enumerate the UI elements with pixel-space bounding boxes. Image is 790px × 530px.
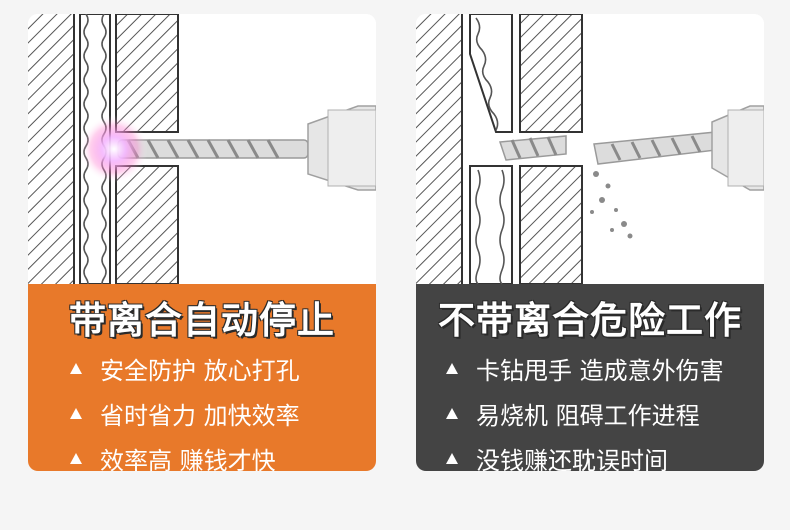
debris-icon: [590, 171, 633, 239]
no-clutch-risk-list: 卡钻甩手 造成意外伤害 易烧机 阻碍工作进程 没钱赚还耽误时间: [416, 346, 764, 471]
triangle-bullet-icon: [70, 363, 82, 374]
clutch-card: 带离合自动停止 安全防护 放心打孔 省时省力 加快效率 效率高 赚钱才快: [28, 14, 376, 471]
list-item: 没钱赚还耽误时间: [416, 436, 764, 471]
clutch-drill-illustration: [28, 14, 376, 284]
clutch-title: 带离合自动停止: [69, 299, 335, 342]
triangle-bullet-icon: [70, 408, 82, 419]
list-item: 易烧机 阻碍工作进程: [416, 391, 764, 436]
drill-bit-icon: [117, 105, 376, 191]
list-item: 效率高 赚钱才快: [28, 436, 376, 471]
triangle-bullet-icon: [70, 453, 82, 464]
triangle-bullet-icon: [446, 363, 458, 374]
broken-drill-bit-icon: [498, 105, 764, 191]
wall-section-icon: [416, 14, 583, 284]
no-clutch-drill-illustration: [416, 14, 764, 284]
list-item: 省时省力 加快效率: [28, 391, 376, 436]
list-item: 安全防护 放心打孔: [28, 346, 376, 391]
no-clutch-info-panel: 不带离合危险工作 卡钻甩手 造成意外伤害 易烧机 阻碍工作进程 没钱赚还耽误时间: [416, 284, 764, 471]
triangle-bullet-icon: [446, 453, 458, 464]
clutch-info-panel: 带离合自动停止 安全防护 放心打孔 省时省力 加快效率 效率高 赚钱才快: [28, 284, 376, 471]
no-clutch-title: 不带离合危险工作: [438, 299, 742, 342]
clutch-benefit-list: 安全防护 放心打孔 省时省力 加快效率 效率高 赚钱才快: [28, 346, 376, 471]
no-clutch-card: 不带离合危险工作 卡钻甩手 造成意外伤害 易烧机 阻碍工作进程 没钱赚还耽误时间: [416, 14, 764, 471]
triangle-bullet-icon: [446, 408, 458, 419]
list-item: 卡钻甩手 造成意外伤害: [416, 346, 764, 391]
spark-glow-icon: [80, 115, 148, 183]
